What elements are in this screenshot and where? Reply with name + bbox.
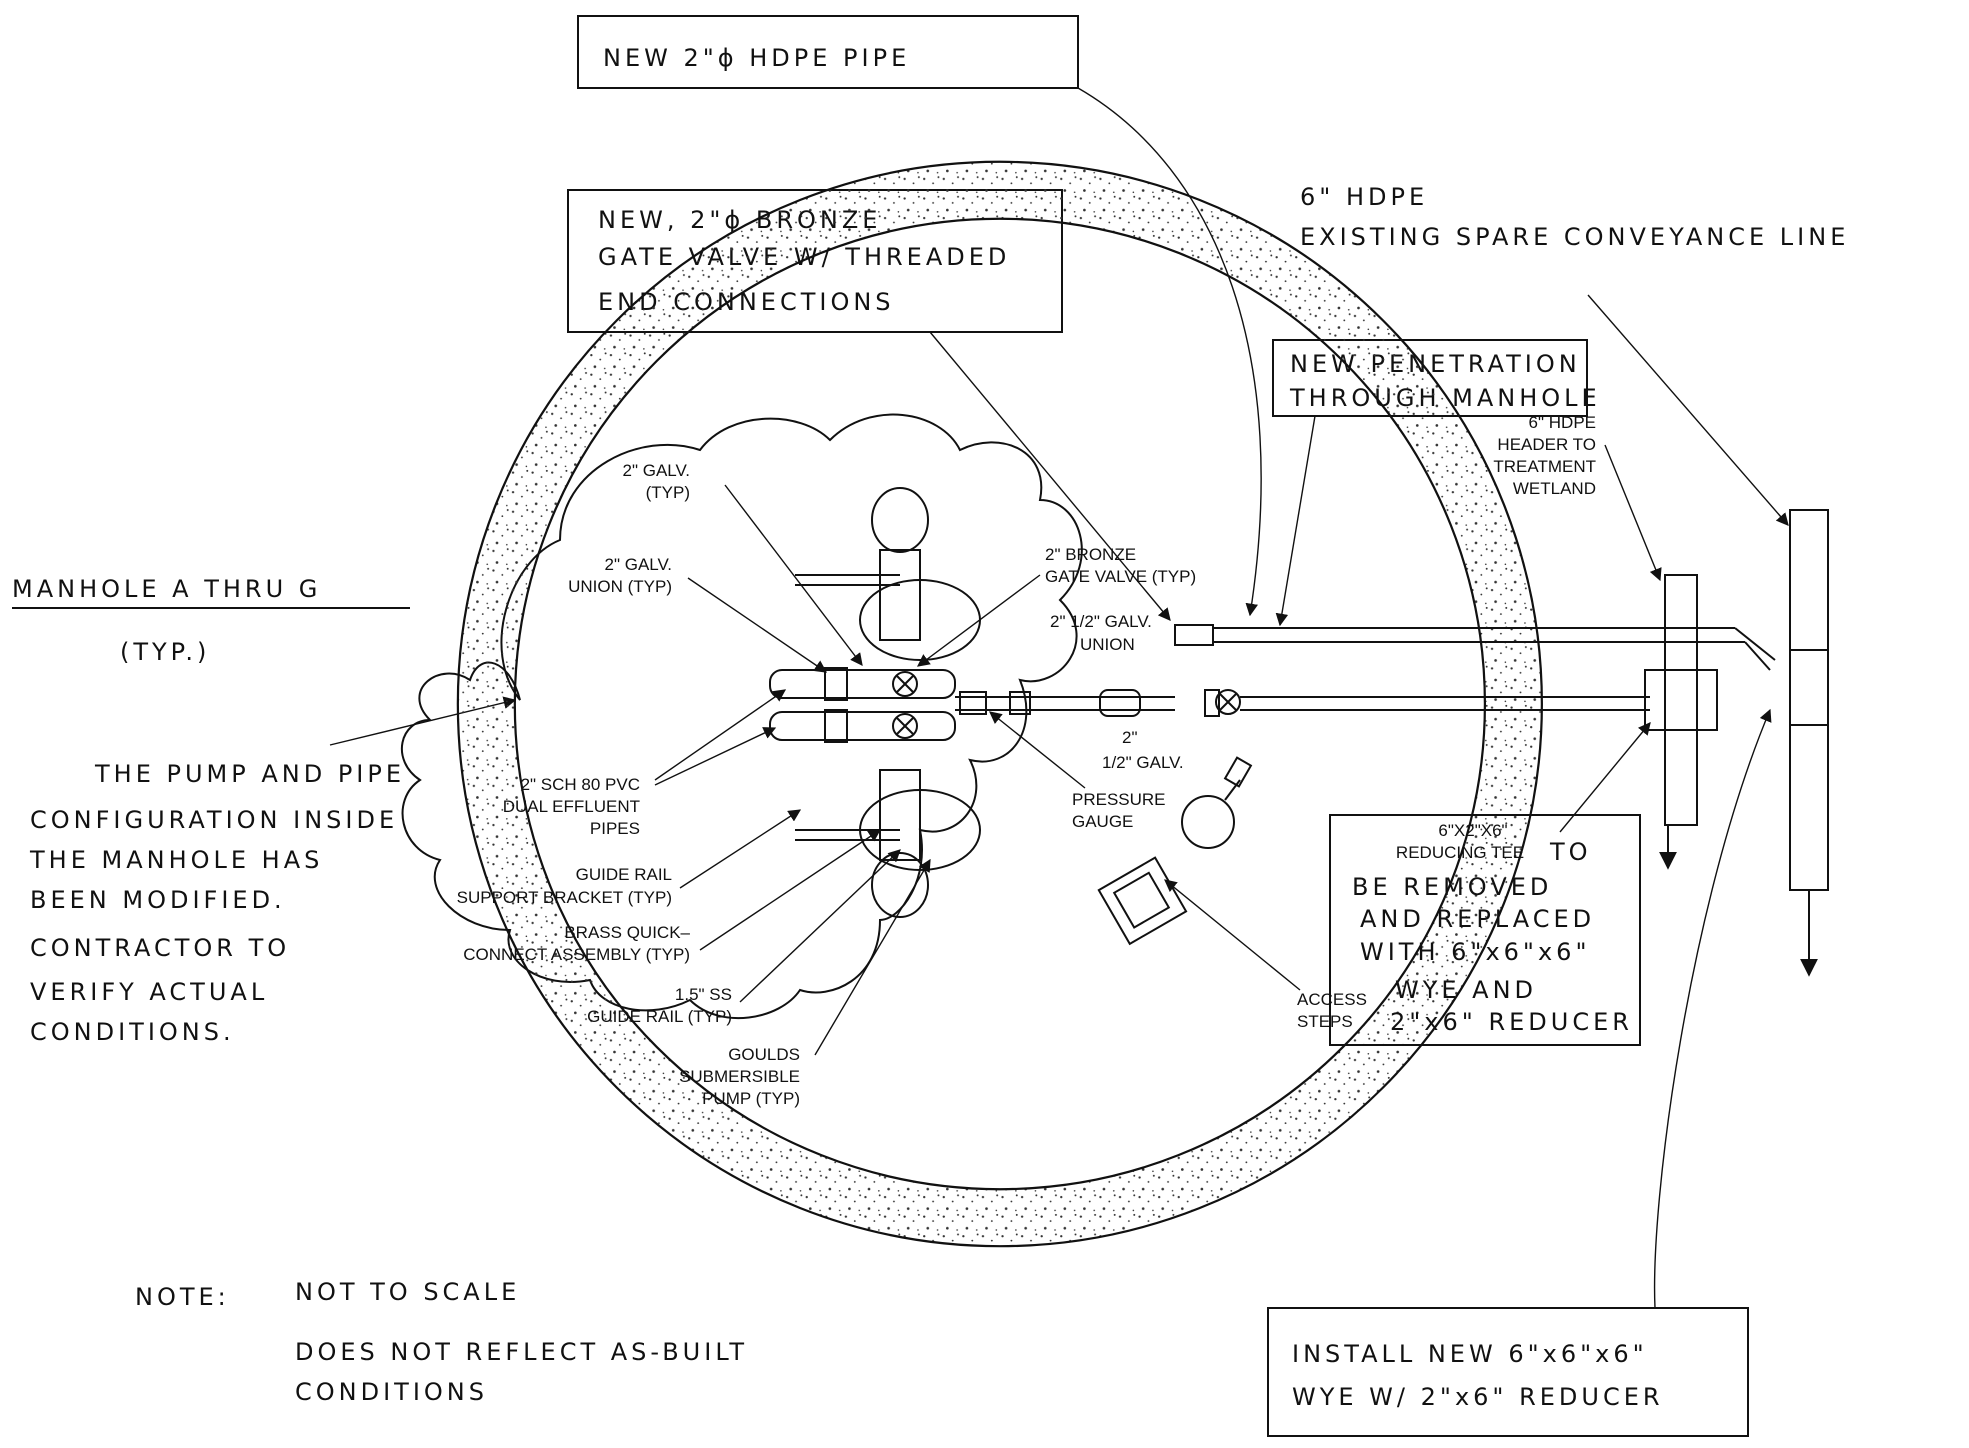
wye-line1: INSTALL NEW 6"x6"x6" [1292,1340,1648,1368]
label-ss-rail: 1.5" SS GUIDE RAIL (TYP) [587,849,901,1026]
callout-reducing-tee: TO BE REMOVED AND REPLACED WITH 6"x6"x6"… [1329,722,1651,1046]
leader-line [1559,722,1651,833]
svg-text:GAUGE: GAUGE [1072,812,1133,831]
label-galv-typ: 2" GALV. (TYP) [623,461,863,667]
svg-text:SUBMERSIBLE: SUBMERSIBLE [679,1067,800,1086]
header-pipe [1644,574,1718,870]
tee-hand-line5: WYE AND [1395,976,1537,1004]
pump-upper [795,487,981,661]
label-galv-union: 2" GALV. UNION (TYP) [568,555,828,673]
svg-text:CONNECT ASSEMBLY (TYP): CONNECT ASSEMBLY (TYP) [463,945,690,964]
dual-effluent-pipes [769,624,1776,743]
manhole [456,160,1543,1248]
svg-text:NOTE:: NOTE: [135,1283,230,1311]
label-pvc-pipes: 2" SCH 80 PVC DUAL EFFLUENT PIPES [503,689,787,838]
wye-line2: WYE W/ 2"x6" REDUCER [1292,1383,1664,1411]
svg-text:PIPES: PIPES [590,819,640,838]
svg-text:BEEN MODIFIED.: BEEN MODIFIED. [30,886,286,914]
svg-text:GOULDS: GOULDS [728,1045,800,1064]
note-spare-line: 6" HDPE EXISTING SPARE CONVEYANCE LINE [1300,183,1849,526]
svg-text:2" GALV.: 2" GALV. [605,555,672,574]
callout-box [1267,1307,1749,1437]
svg-text:GUIDE RAIL (TYP): GUIDE RAIL (TYP) [587,1007,732,1026]
svg-text:1/2" GALV.: 1/2" GALV. [1102,753,1184,772]
svg-text:2" BRONZE: 2" BRONZE [1045,545,1136,564]
svg-text:BRASS QUICK–: BRASS QUICK– [564,923,690,942]
label-goulds-pump: GOULDS SUBMERSIBLE PUMP (TYP) [679,858,931,1108]
svg-text:DUAL EFFLUENT: DUAL EFFLUENT [503,797,640,816]
callout-box [1329,814,1641,1046]
label-header: 6" HDPE HEADER TO TREATMENT WETLAND [1493,413,1662,582]
svg-text:UNION: UNION [1080,635,1135,654]
svg-text:ACCESS: ACCESS [1297,990,1367,1009]
svg-text:WETLAND: WETLAND [1513,479,1596,498]
svg-text:VERIFY ACTUAL: VERIFY ACTUAL [30,978,268,1006]
label-galv-lower: 2" 1/2" GALV. [1102,728,1184,772]
spare-line-pipe [1789,509,1829,977]
cloud-note: THE PUMP AND PIPE CONFIGURATION INSIDE T… [29,760,405,1046]
tee-hand-line4: WITH 6"x6"x6" [1360,938,1590,966]
svg-text:HEADER TO: HEADER TO [1497,435,1596,454]
leader-line [1077,87,1262,617]
svg-text:6" HDPE: 6" HDPE [1529,413,1596,432]
svg-text:THE PUMP AND PIPE: THE PUMP AND PIPE [94,760,405,788]
callout-hdpe-pipe: NEW 2"ϕ HDPE PIPE [577,15,1262,617]
svg-text:STEPS: STEPS [1297,1012,1353,1031]
svg-text:SUPPORT BRACKET (TYP): SUPPORT BRACKET (TYP) [457,888,672,907]
svg-text:THE MANHOLE HAS: THE MANHOLE HAS [29,846,323,874]
svg-text:6"X2"X6": 6"X2"X6" [1438,821,1507,840]
svg-text:PUMP (TYP): PUMP (TYP) [702,1089,800,1108]
svg-text:2" 1/2" GALV.: 2" 1/2" GALV. [1050,612,1152,631]
svg-text:GATE VALVE (TYP): GATE VALVE (TYP) [1045,567,1196,586]
manhole-wall [456,160,1543,1248]
label-reducing-tee: 6"X2"X6" REDUCING TEE [1396,821,1524,862]
svg-text:TREATMENT: TREATMENT [1493,457,1596,476]
tee-hand-line3: AND REPLACED [1360,905,1595,933]
footer-note: NOTE: NOT TO SCALE DOES NOT REFLECT AS-B… [135,1278,748,1406]
callout-install-wye: INSTALL NEW 6"x6"x6" WYE W/ 2"x6" REDUCE… [1267,708,1772,1437]
title-line2: (TYP.) [120,638,210,666]
callout-box [567,189,1063,333]
svg-text:(TYP): (TYP) [646,483,690,502]
svg-text:PRESSURE: PRESSURE [1072,790,1166,809]
tee-hand-line1: TO [1549,838,1592,866]
tee-hand-line6: 2"x6" REDUCER [1390,1008,1633,1036]
leader-line [1587,294,1789,526]
callout-box [577,15,1079,89]
svg-text:REDUCING TEE: REDUCING TEE [1396,843,1524,862]
svg-text:CONDITIONS.: CONDITIONS. [30,1018,235,1046]
spare-line1: 6" HDPE [1300,183,1428,211]
label-guide-rail-bracket: GUIDE RAIL SUPPORT BRACKET (TYP) [457,809,802,907]
title-line1: MANHOLE A THRU G [12,575,321,603]
svg-text:2": 2" [1122,728,1138,747]
label-bronze-gate: 2" BRONZE GATE VALVE (TYP) [916,545,1196,667]
svg-text:CONFIGURATION INSIDE: CONFIGURATION INSIDE [30,806,398,834]
manhole-title: MANHOLE A THRU G (TYP.) [12,575,410,666]
leader-line [1653,708,1772,1309]
svg-text:2" GALV.: 2" GALV. [623,461,690,480]
label-pressure-gauge: PRESSURE GAUGE [989,711,1166,831]
penetration-line1: NEW PENETRATION [1290,350,1581,378]
svg-text:2" SCH 80 PVC: 2" SCH 80 PVC [521,775,640,794]
access-steps [1097,856,1188,946]
svg-text:CONTRACTOR TO: CONTRACTOR TO [30,934,290,962]
pressure-gauge [1181,756,1253,849]
label-quick-connect: BRASS QUICK– CONNECT ASSEMBLY (TYP) [463,829,882,964]
leader-line [1275,415,1316,627]
callout-text: NEW 2"ϕ HDPE PIPE [603,44,910,72]
spare-line2: EXISTING SPARE CONVEYANCE LINE [1300,223,1849,251]
label-access-steps: ACCESS STEPS [1164,879,1367,1031]
pump-lower [795,769,981,918]
svg-text:GUIDE RAIL: GUIDE RAIL [576,865,672,884]
svg-text:1.5" SS: 1.5" SS [675,985,732,1004]
svg-text:UNION (TYP): UNION (TYP) [568,577,672,596]
svg-text:DOES NOT REFLECT AS-BUILT: DOES NOT REFLECT AS-BUILT [295,1338,748,1366]
tee-hand-line2: BE REMOVED [1352,873,1552,901]
svg-text:CONDITIONS: CONDITIONS [295,1378,488,1406]
leader-line [929,331,1171,621]
svg-text:NOT TO SCALE: NOT TO SCALE [295,1278,520,1306]
label-galv-union-mid: 2" 1/2" GALV. UNION [1050,612,1152,654]
